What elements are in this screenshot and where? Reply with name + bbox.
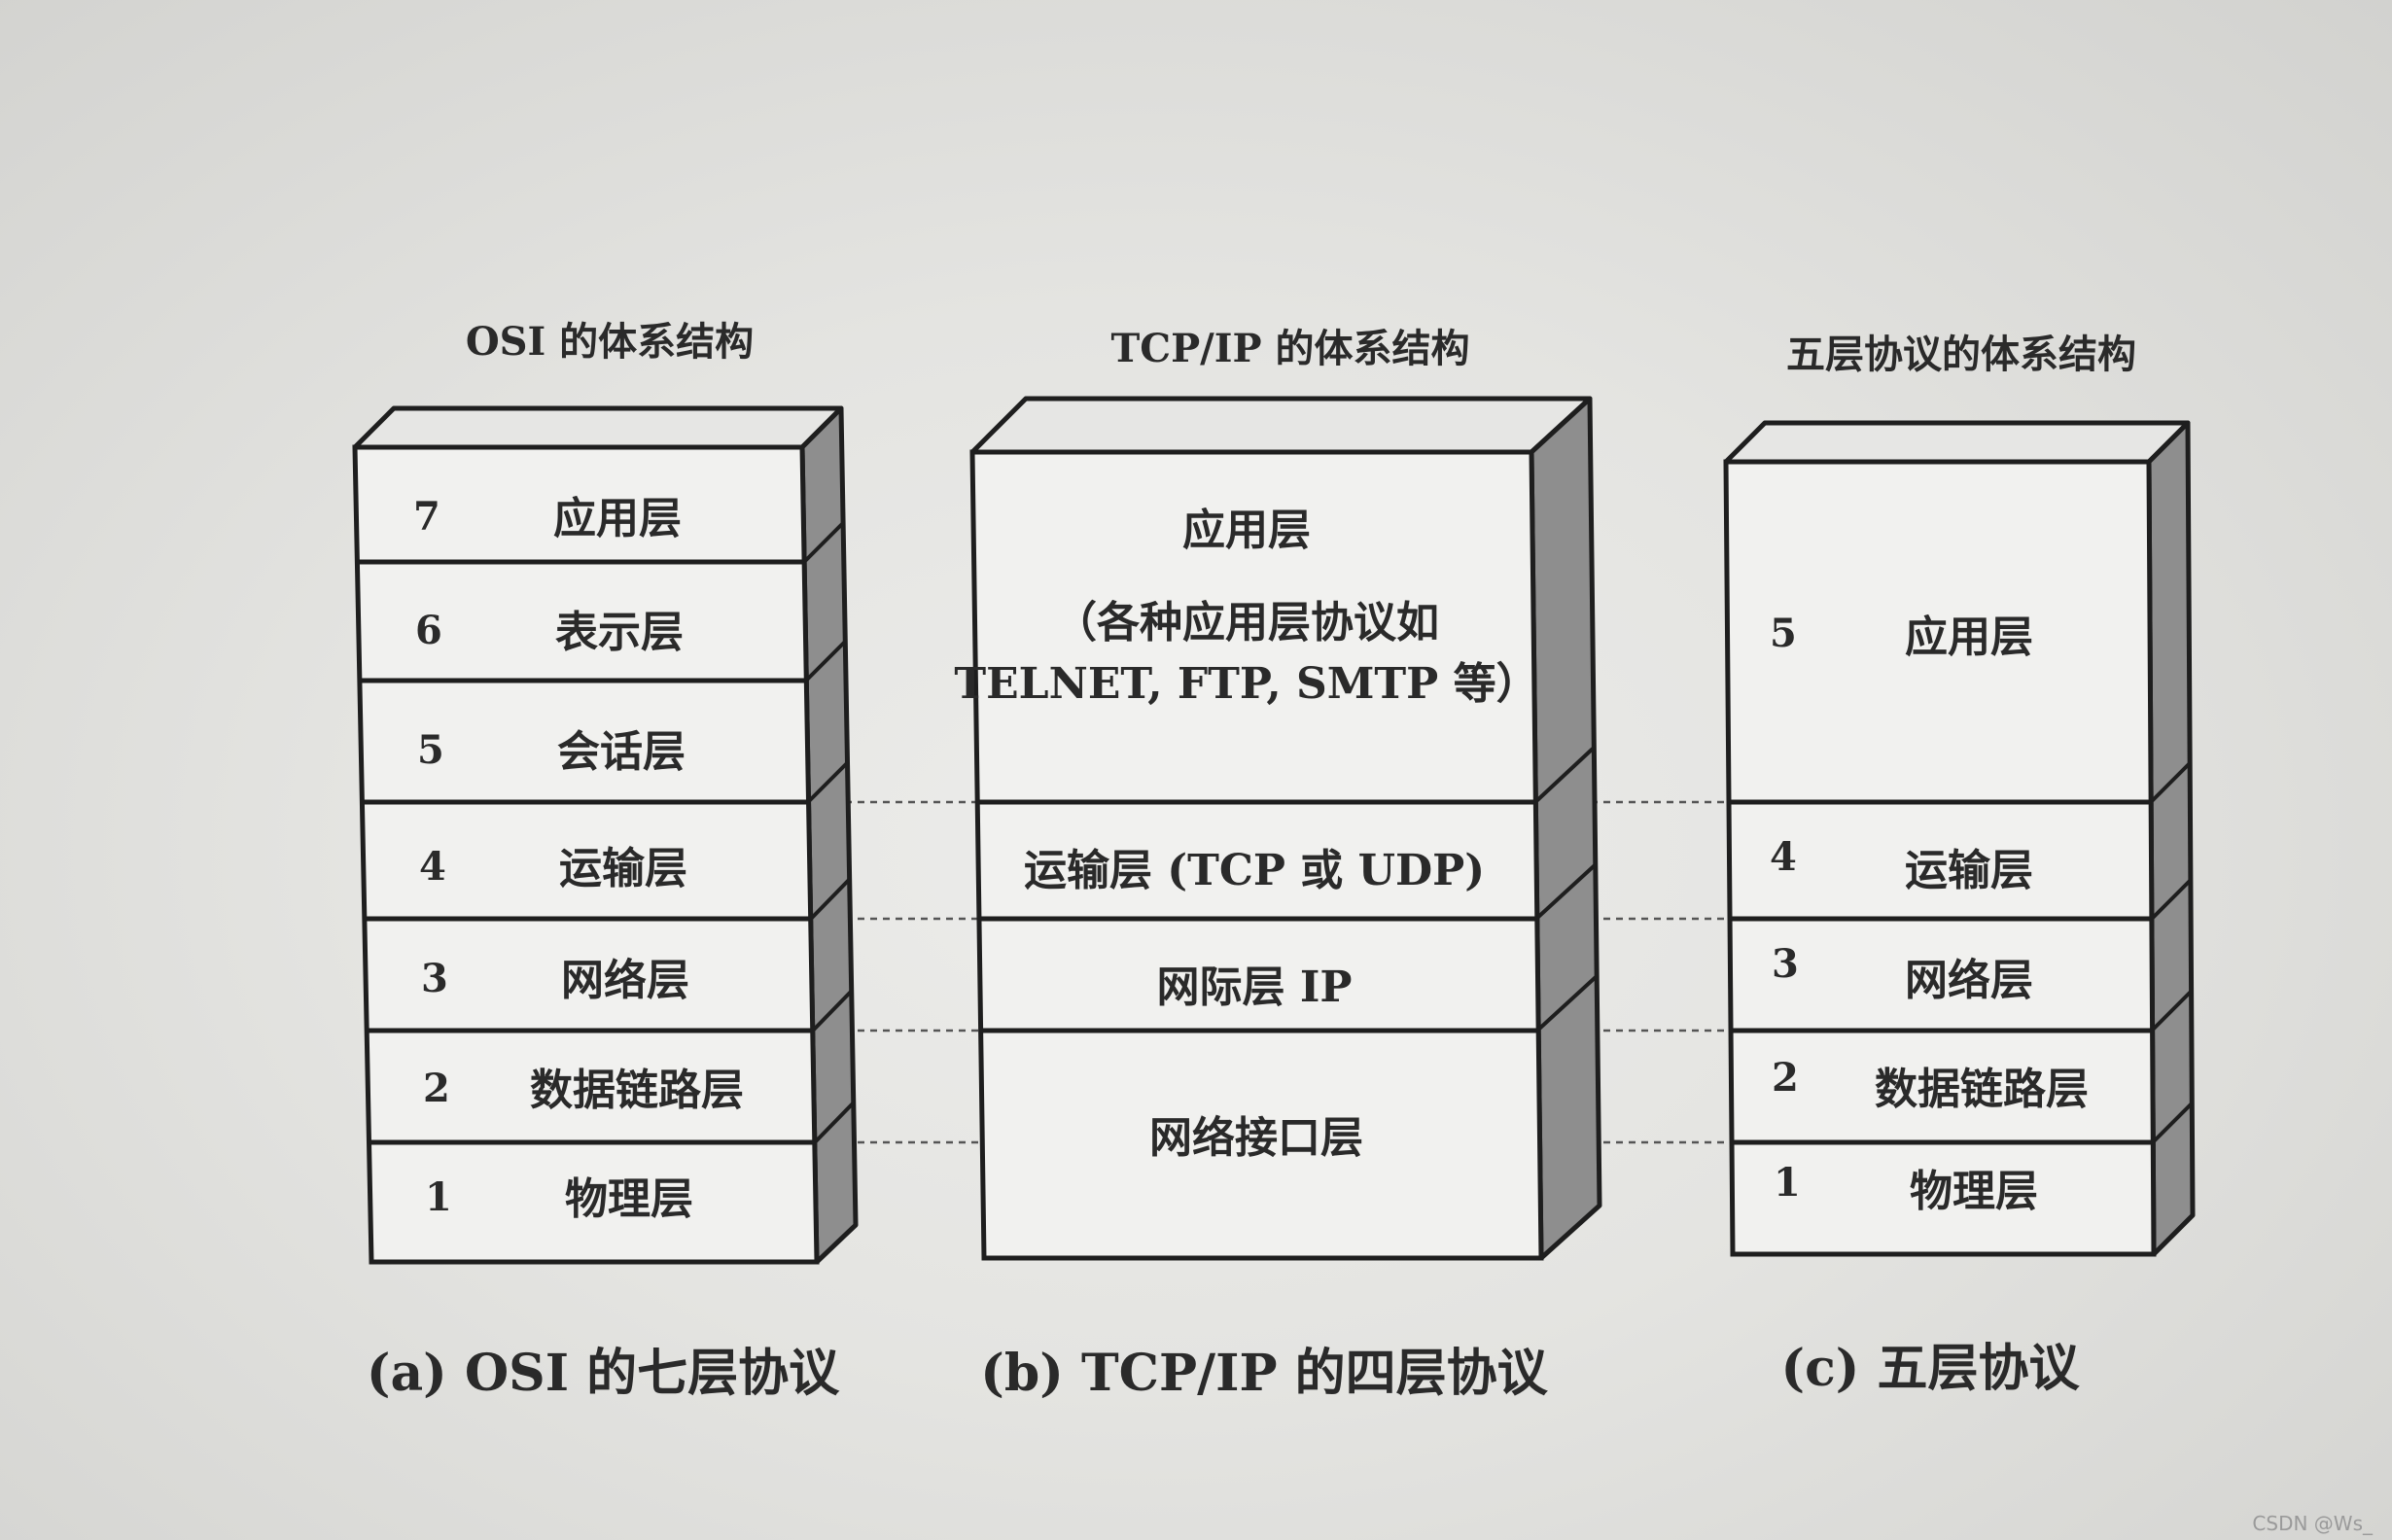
osi-layer-6-name: 表示层 <box>555 608 684 657</box>
five-layer-4-number: 4 <box>1770 834 1797 880</box>
five-layer-1-number: 1 <box>1774 1160 1801 1206</box>
osi-title: OSI 的体系结构 <box>466 319 754 365</box>
osi-layer-3-name: 网络层 <box>561 956 689 1005</box>
tcpip-app-layer-name: 应用层 <box>1182 506 1311 555</box>
five-layer-title: 五层协议的体系结构 <box>1786 332 2136 377</box>
tcpip-internet-layer: 网际层 IP <box>1157 962 1353 1012</box>
osi-stack: 7 应用层 6 表示层 5 会话层 4 运输层 3 网络层 2 数据链路层 1 … <box>352 405 859 1265</box>
tcpip-app-layer-desc: （各种应用层协议如 <box>1054 598 1439 648</box>
five-side-divider <box>2149 761 2192 804</box>
tcpip-title: TCP/IP 的体系结构 <box>1110 326 1469 371</box>
caption-c: (c) 五层协议 <box>1781 1339 2081 1398</box>
tcpip-app-layer-protocols: TELNET, FTP, SMTP 等） <box>954 659 1538 709</box>
osi-side-divider <box>806 761 849 804</box>
five-box-top <box>1723 420 2191 465</box>
osi-side-divider <box>809 878 851 921</box>
osi-side-divider <box>802 521 845 564</box>
osi-side-divider <box>813 1102 855 1144</box>
osi-layer-3-number: 3 <box>421 956 448 1001</box>
osi-side-divider <box>811 990 853 1032</box>
five-layer-stack: 5 应用层 4 运输层 3 网络层 2 数据链路层 1 物理层 <box>1723 420 2196 1257</box>
five-layer-4-name: 运输层 <box>1905 846 2033 895</box>
osi-layer-2-number: 2 <box>423 1066 450 1111</box>
tcpip-network-interface-layer: 网络接口层 <box>1149 1113 1363 1163</box>
caption-a: (a) OSI 的七层协议 <box>367 1344 840 1403</box>
osi-layer-4-name: 运输层 <box>559 844 687 893</box>
five-side-divider <box>2150 990 2193 1032</box>
five-layer-2-number: 2 <box>1772 1055 1799 1101</box>
five-layer-3-name: 网络层 <box>1905 956 2033 1005</box>
five-layer-2-name: 数据链路层 <box>1875 1065 2089 1114</box>
five-side-divider <box>2151 1102 2194 1144</box>
osi-box-front <box>352 444 820 1265</box>
five-layer-5-number: 5 <box>1770 611 1797 656</box>
five-layer-5-name: 应用层 <box>1905 612 2033 662</box>
osi-layer-1-name: 物理层 <box>565 1174 693 1224</box>
osi-layer-5-name: 会话层 <box>557 727 686 777</box>
five-layer-3-number: 3 <box>1772 941 1799 987</box>
tcpip-side-divider <box>1533 747 1595 804</box>
tcpip-box-front <box>969 449 1544 1261</box>
tcpip-transport-layer: 运输层 (TCP 或 UDP) <box>1024 846 1485 895</box>
osi-layer-5-number: 5 <box>417 727 444 773</box>
tcpip-side-divider <box>1534 863 1597 921</box>
osi-layer-6-number: 6 <box>415 608 442 653</box>
caption-b: (b) TCP/IP 的四层协议 <box>980 1344 1548 1403</box>
tcpip-stack: 应用层 （各种应用层协议如 TELNET, FTP, SMTP 等） 运输层 (… <box>954 396 1602 1261</box>
five-box-side <box>2146 420 2196 1257</box>
five-side-divider <box>2150 878 2193 921</box>
osi-layer-7-number: 7 <box>413 494 440 540</box>
five-layer-1-name: 物理层 <box>1910 1167 2038 1216</box>
tcpip-side-divider <box>1535 975 1598 1032</box>
osi-layer-2-name: 数据链路层 <box>530 1066 744 1115</box>
five-box-front <box>1723 459 2157 1257</box>
watermark: CSDN @Ws_ <box>2252 1512 2374 1535</box>
osi-box-top <box>352 405 844 450</box>
osi-side-divider <box>804 640 847 682</box>
osi-layer-7-name: 应用层 <box>553 494 682 543</box>
osi-layer-1-number: 1 <box>425 1174 452 1220</box>
osi-layer-4-number: 4 <box>419 844 446 890</box>
tcpip-box-top <box>969 396 1593 455</box>
